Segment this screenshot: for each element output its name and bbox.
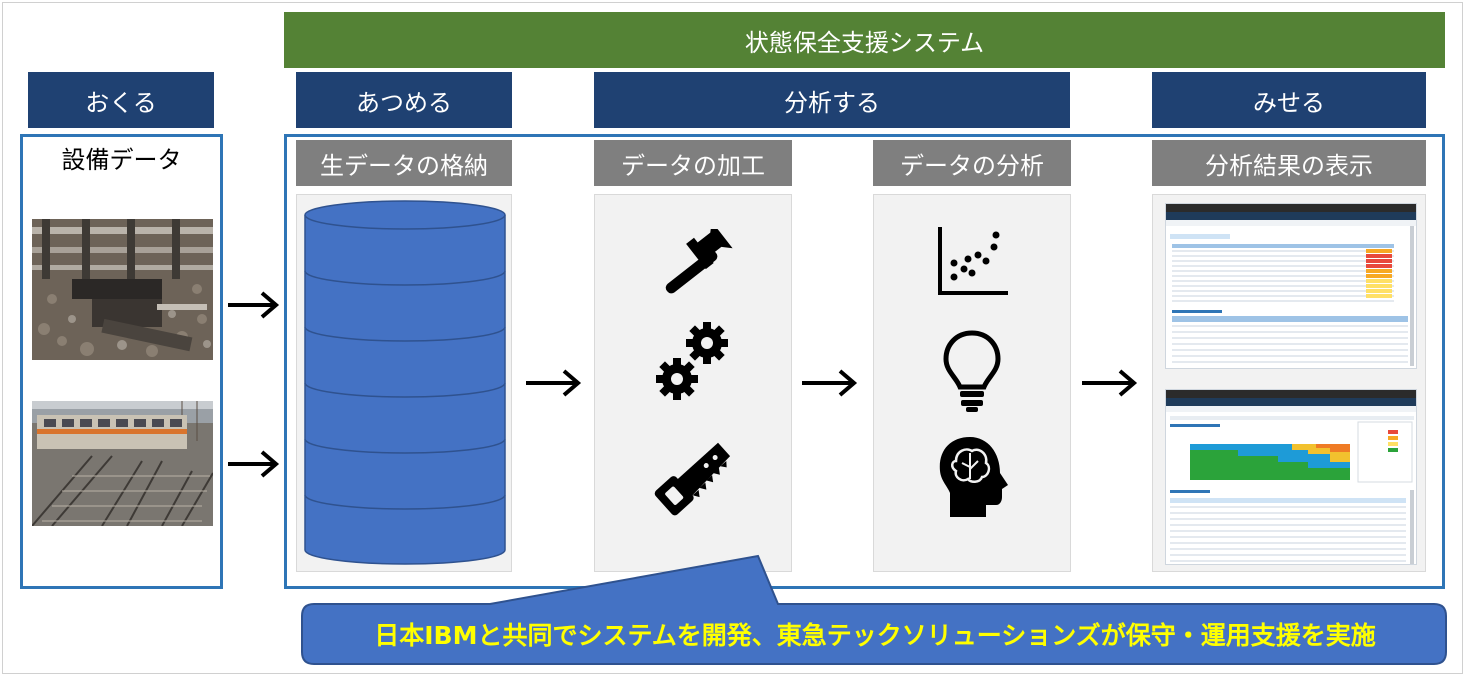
scatter-plot-icon <box>938 227 1008 295</box>
arrow-right-icon <box>802 369 858 397</box>
callout-bubble <box>301 554 1447 665</box>
step-display-label: 分析結果の表示 <box>1205 151 1373 180</box>
database-icon <box>304 200 506 565</box>
stage-send: おくる <box>28 72 214 128</box>
analyze-panel <box>873 194 1071 572</box>
equipment-data-title: 設備データ <box>61 146 182 174</box>
process-panel <box>594 194 792 572</box>
arrow-right-icon <box>228 291 280 319</box>
store-panel <box>296 194 512 572</box>
stage-analyze-label: 分析する <box>784 88 880 117</box>
stage-collect: あつめる <box>296 72 512 128</box>
brain-head-icon <box>939 437 1008 517</box>
stage-collect-label: あつめる <box>356 88 452 117</box>
arrow-right-icon <box>526 369 582 397</box>
stage-show-label: みせる <box>1253 88 1325 117</box>
saw-icon <box>654 442 731 516</box>
step-process-label: データの加工 <box>621 151 765 180</box>
step-store: 生データの格納 <box>296 140 512 186</box>
step-display: 分析結果の表示 <box>1152 140 1426 186</box>
stage-analyze: 分析する <box>594 72 1070 128</box>
step-analyze: データの分析 <box>873 140 1071 186</box>
dashboard-screenshot-2 <box>1165 389 1417 565</box>
hammer-icon <box>665 229 733 294</box>
dashboard-screenshot-1 <box>1165 203 1417 369</box>
stage-send-label: おくる <box>85 88 157 117</box>
arrow-right-icon <box>228 450 280 478</box>
rail-switch-photo <box>32 219 213 360</box>
train-photo <box>32 401 213 526</box>
equipment-data-box <box>20 134 223 589</box>
system-title-bar: 状態保全支援システム <box>284 12 1445 68</box>
display-panel <box>1152 194 1426 572</box>
step-store-label: 生データの格納 <box>320 151 488 180</box>
system-box <box>284 134 1445 589</box>
stage-show: みせる <box>1152 72 1426 128</box>
step-analyze-label: データの分析 <box>900 151 1044 180</box>
gears-icon <box>656 322 728 400</box>
lightbulb-icon <box>943 330 1001 412</box>
system-title: 状態保全支援システム <box>744 28 985 57</box>
callout-text: 日本IBMと共同でシステムを開発、東急テックソリューションズが保守・運用支援を実… <box>374 621 1376 650</box>
arrow-right-icon <box>1082 369 1138 397</box>
step-process: データの加工 <box>594 140 792 186</box>
